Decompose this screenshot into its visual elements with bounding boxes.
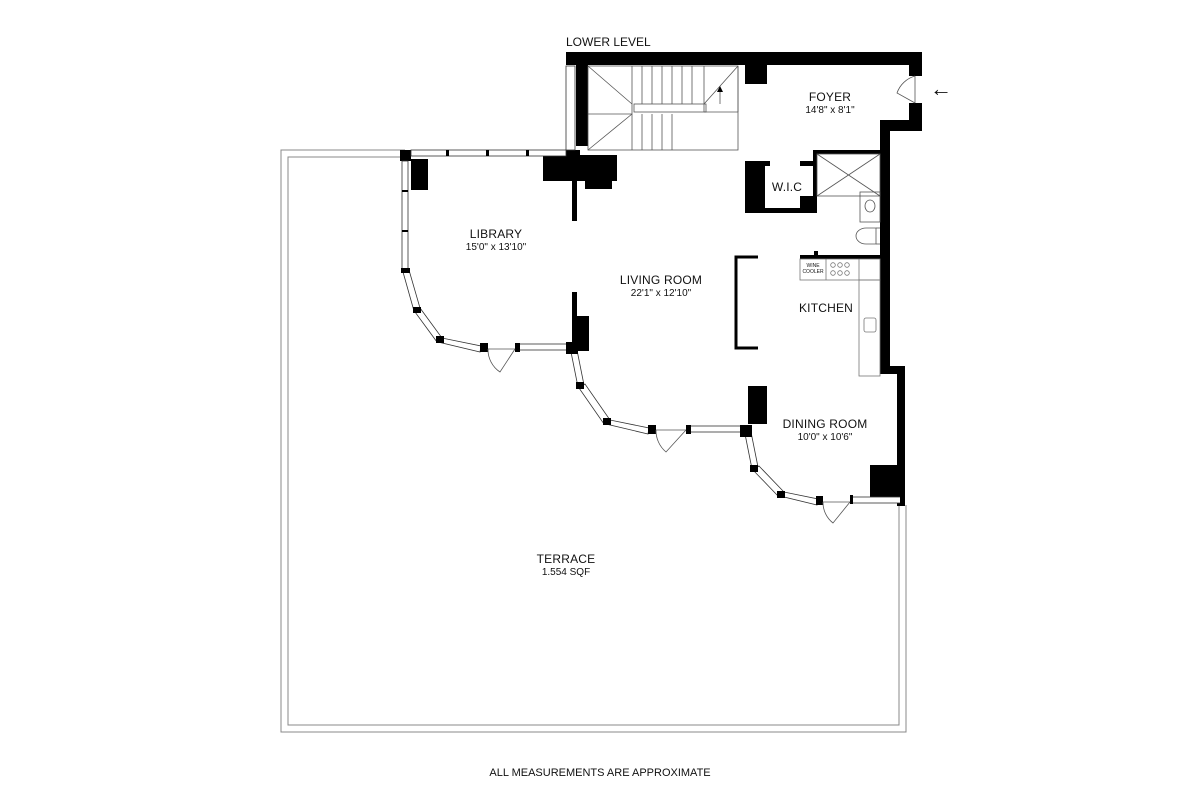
window-mullions [401, 150, 905, 505]
level-label: LOWER LEVEL [566, 35, 651, 49]
room-dimensions: 15'0" x 13'10" [465, 242, 527, 253]
room-label-terrace: TERRACE 1.554 SQF [537, 552, 596, 578]
room-dimensions: 22'1" x 12'10" [630, 288, 692, 299]
room-label-foyer: FOYER 14'8" x 8'1" [805, 90, 854, 116]
doors [487, 75, 916, 524]
wine-cooler-label: WINE COOLER [802, 263, 823, 275]
exterior-walls [400, 52, 922, 506]
room-name: DINING ROOM [782, 417, 868, 431]
room-name: LIBRARY [469, 227, 523, 241]
room-label-living-room: LIVING ROOM 22'1" x 12'10" [620, 273, 702, 299]
wine-cooler-line2: COOLER [802, 269, 824, 275]
room-area: 1.554 SQF [541, 567, 591, 578]
room-dimensions: 10'0" x 10'6" [797, 432, 853, 443]
stair-up-arrow-icon [717, 86, 723, 92]
staircase [587, 65, 739, 151]
room-dimensions: 14'8" x 8'1" [805, 105, 855, 116]
entry-arrow-icon: ← [930, 76, 952, 101]
terrace-outline [280, 149, 907, 733]
room-name: W.I.C [771, 180, 803, 194]
kitchen-counters [799, 258, 881, 377]
wine-cooler-line1: WINE [806, 263, 820, 269]
room-label-kitchen: KITCHEN [799, 301, 853, 315]
room-label-dining-room: DINING ROOM 10'0" x 10'6" [783, 417, 868, 443]
footer-note: ALL MEASUREMENTS ARE APPROXIMATE [489, 767, 711, 779]
room-label-library: LIBRARY 15'0" x 13'10" [466, 227, 526, 253]
bathroom-fixtures [816, 153, 881, 245]
room-label-wic: W.I.C [772, 180, 802, 194]
living-room-island [734, 255, 758, 350]
room-name: FOYER [808, 90, 852, 104]
room-name: LIVING ROOM [619, 273, 703, 287]
room-name: KITCHEN [798, 301, 854, 315]
room-name: TERRACE [536, 552, 596, 566]
